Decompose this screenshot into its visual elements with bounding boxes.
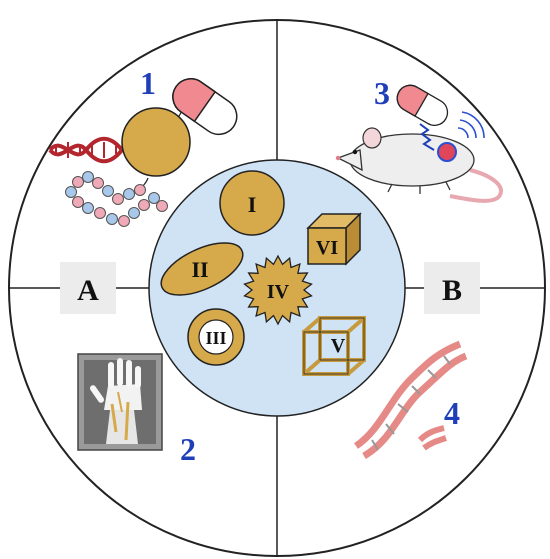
particle-i-label: I — [248, 192, 257, 217]
particle-i: I — [219, 170, 285, 236]
dna-helix-icon — [353, 340, 468, 460]
particle-vi: VI — [306, 212, 362, 266]
side-label-b: B — [424, 262, 480, 314]
particle-v-outline — [303, 317, 365, 375]
mouse-icon — [335, 111, 503, 203]
particle-iii: III — [187, 308, 245, 366]
particle-iv: IV — [243, 254, 313, 326]
capsule-icon — [172, 78, 238, 136]
side-label-a-text: A — [77, 274, 99, 307]
nanoparticle-icon — [121, 107, 191, 177]
particle-ii: II — [160, 242, 244, 296]
quadrant-number-2: 2 — [180, 431, 196, 467]
particle-vi-label: VI — [316, 237, 338, 259]
side-label-b-text: B — [442, 274, 462, 307]
hand-xray-icon — [77, 353, 163, 451]
particle-ii-label: II — [191, 257, 208, 282]
in-vivo-mouse-illustration — [335, 84, 503, 203]
particle-v-label: V — [331, 335, 346, 357]
quadrant-number-3: 3 — [374, 75, 390, 111]
bead-chain-icon — [65, 171, 168, 227]
side-label-a: A — [60, 262, 116, 314]
capsule-icon — [396, 84, 449, 127]
quadrant-number-4: 4 — [444, 395, 460, 431]
quadrant-number-1: 1 — [140, 65, 156, 101]
dna-icon — [48, 136, 124, 164]
drug-delivery-illustration — [48, 78, 238, 227]
particle-iv-label: IV — [267, 281, 290, 303]
particle-iii-label: III — [205, 328, 226, 348]
